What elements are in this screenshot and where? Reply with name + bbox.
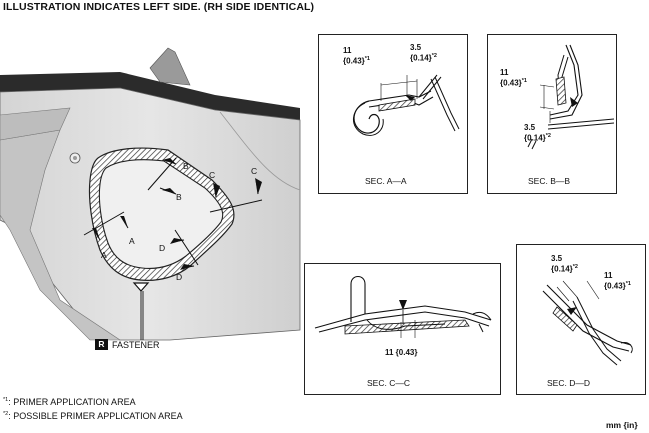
section-bb-dim2: 3.5{0.14}*2 <box>524 123 551 143</box>
unit-label: mm {in} <box>606 420 638 430</box>
section-label-a-right: A <box>129 236 135 246</box>
section-aa-caption: SEC. A—A <box>365 176 407 186</box>
fastener-label: FASTENER <box>112 340 160 350</box>
section-bb-caption: SEC. B—B <box>528 176 571 186</box>
roof-edge <box>0 72 300 120</box>
fastener-badge: R <box>95 339 108 350</box>
section-bb-dim1: 11{0.43}*1 <box>500 68 527 88</box>
section-label-c-right: C <box>251 166 258 176</box>
section-dd-drawing <box>542 280 633 366</box>
section-aa-drawing <box>353 74 460 136</box>
section-cc-drawing <box>314 275 492 338</box>
section-aa-panel: 11{0.43}*1 3.5{0.14}*2 SEC. A—A <box>318 34 468 194</box>
section-dd-panel: 3.5{0.14}*2 11{0.43}*1 SEC. D—D <box>516 244 646 395</box>
section-label-a-left: A <box>101 250 107 260</box>
section-cc-panel: 11 {0.43} SEC. C—C <box>304 263 501 395</box>
section-label-d-bottom: D <box>176 272 183 282</box>
note-possible-primer: *2: POSSIBLE PRIMER APPLICATION AREA <box>3 411 183 421</box>
header-title: ILLUSTRATION INDICATES LEFT SIDE. (RH SI… <box>3 1 315 13</box>
section-bb-panel: 11{0.43}*1 3.5{0.14}*2 SEC. B—B <box>487 34 617 194</box>
section-aa-dim2: 3.5{0.14}*2 <box>410 43 437 63</box>
section-cc-caption: SEC. C—C <box>367 378 410 388</box>
section-aa-dim1: 11{0.43}*1 <box>343 46 370 66</box>
antenna <box>149 47 191 86</box>
section-dd-caption: SEC. D—D <box>547 378 590 388</box>
section-dd-dim1: 11{0.43}*1 <box>604 271 631 291</box>
section-label-b-bottom: B <box>176 192 182 202</box>
section-dd-dim2: 3.5{0.14}*2 <box>551 254 578 274</box>
section-bb-drawing <box>527 44 615 150</box>
section-label-d-top: D <box>159 243 166 253</box>
section-label-b-top: B <box>183 161 189 171</box>
section-cc-dim1: 11 {0.43} <box>385 348 418 357</box>
note-primer: *1: PRIMER APPLICATION AREA <box>3 397 136 407</box>
section-label-c-left: C <box>209 170 216 180</box>
